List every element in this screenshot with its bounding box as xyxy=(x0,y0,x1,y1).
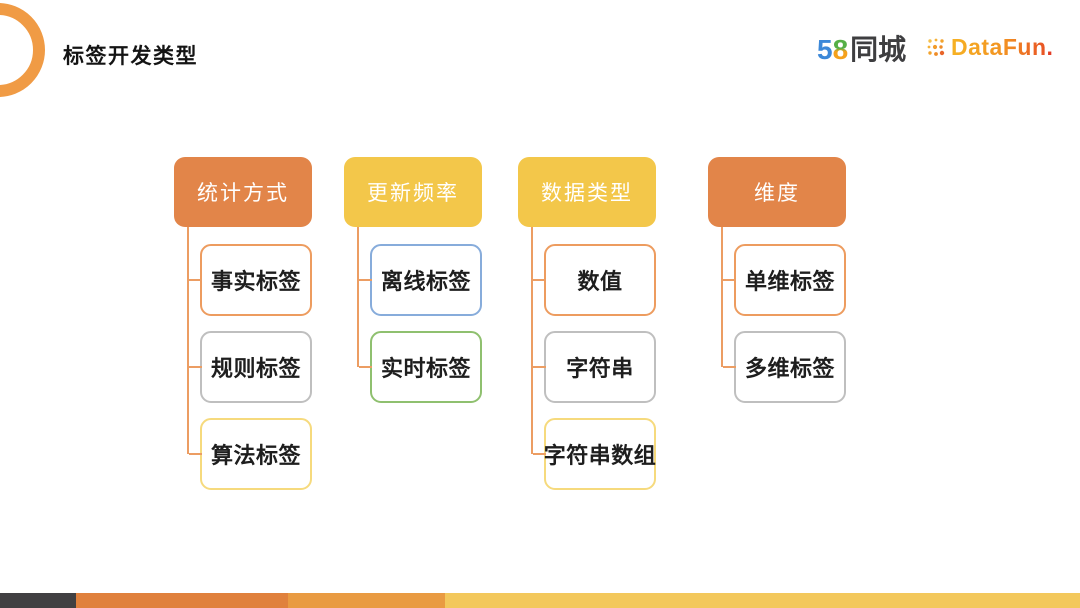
logo-58-eight: 8 xyxy=(832,34,849,65)
footer-bar xyxy=(0,593,1080,608)
leaf-node: 字符串数组 xyxy=(533,418,657,490)
connector-line xyxy=(187,227,189,454)
branch-tongji-fangshi: 统计方式事实标签规则标签算法标签 xyxy=(174,157,312,505)
leaf-node: 离线标签 xyxy=(359,244,482,316)
datafun-dots-icon xyxy=(927,38,945,56)
connector-line xyxy=(531,227,533,454)
footer-segment xyxy=(288,593,445,608)
leaf-node: 数值 xyxy=(533,244,656,316)
connector-stub xyxy=(533,453,546,455)
connector-stub xyxy=(189,453,202,455)
connector-stub xyxy=(723,279,736,281)
category-node-gengxin-pinlv: 更新频率 xyxy=(344,157,482,227)
leaf-node: 算法标签 xyxy=(189,418,312,490)
footer-segment xyxy=(76,593,288,608)
branch-weidu: 维度单维标签多维标签 xyxy=(708,157,846,418)
datafun-wordmark: DataFun xyxy=(951,34,1047,60)
connector-stub xyxy=(359,366,372,368)
leaf-node: 单维标签 xyxy=(723,244,846,316)
connector-stub xyxy=(723,366,736,368)
leaf-node: 规则标签 xyxy=(189,331,312,403)
connector-stub xyxy=(533,279,546,281)
leaf-node-label: 字符串 xyxy=(566,356,634,381)
leaf-node-label: 事实标签 xyxy=(210,269,301,294)
connector-stub xyxy=(533,366,546,368)
category-node-shuju-leixing: 数据类型 xyxy=(518,157,656,227)
leaf-node: 实时标签 xyxy=(359,331,482,403)
leaf-node-label: 实时标签 xyxy=(380,356,471,381)
leaf-node: 事实标签 xyxy=(189,244,312,316)
branch-shuju-leixing: 数据类型数值字符串字符串数组 xyxy=(518,157,656,505)
footer-segment xyxy=(445,593,1080,608)
logo-58-cityname: 同城 xyxy=(850,34,907,65)
leaf-node: 多维标签 xyxy=(723,331,846,403)
category-node-weidu: 维度 xyxy=(708,157,846,227)
logo-58-five: 5 xyxy=(817,34,833,65)
leaf-node: 字符串 xyxy=(533,331,656,403)
leaf-node-label: 离线标签 xyxy=(380,269,471,294)
datafun-logo: DataFun. xyxy=(925,34,1053,61)
connector-stub xyxy=(189,279,202,281)
datafun-period: . xyxy=(1046,34,1053,60)
branch-gengxin-pinlv: 更新频率离线标签实时标签 xyxy=(344,157,482,418)
brand-58tongcheng-logo: 58同城 xyxy=(817,28,907,65)
footer-segment xyxy=(0,593,76,608)
leaf-node-label: 数值 xyxy=(577,269,623,294)
connector-stub xyxy=(359,279,372,281)
connector-line xyxy=(721,227,723,367)
leaf-node-label: 规则标签 xyxy=(210,356,301,381)
slide-title: 标签开发类型 xyxy=(63,45,198,68)
leaf-node-label: 多维标签 xyxy=(744,356,835,381)
connector-stub xyxy=(189,366,202,368)
connector-line xyxy=(357,227,359,367)
leaf-node-label: 单维标签 xyxy=(744,269,835,294)
leaf-node-label: 字符串数组 xyxy=(543,443,657,468)
leaf-node-label: 算法标签 xyxy=(210,443,301,468)
category-node-tongji-fangshi: 统计方式 xyxy=(174,157,312,227)
